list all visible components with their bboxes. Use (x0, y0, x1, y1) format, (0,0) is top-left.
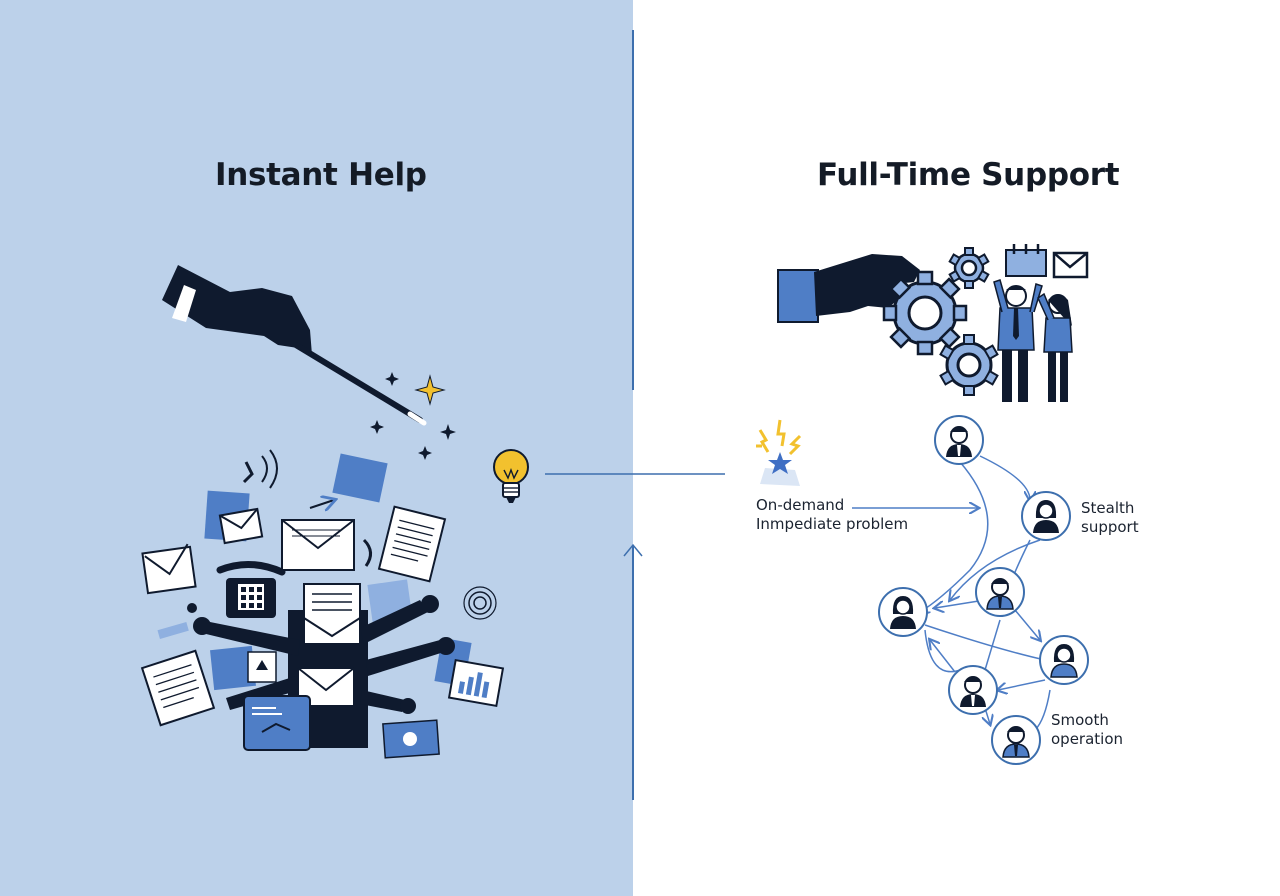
right-title: Full-Time Support (817, 157, 1120, 193)
document-icon (377, 505, 447, 583)
star-burst-icon (756, 419, 802, 486)
magic-wand-icon (162, 265, 456, 460)
smooth-operation-label: Smooth operation (1051, 711, 1123, 749)
stealth-support-label: Stealth support (1081, 499, 1139, 537)
on-demand-label-line2: Inmpediate problem (756, 515, 909, 533)
telephone-icon (216, 560, 286, 618)
lightbulb-icon (493, 449, 529, 503)
stealth-support-label-line1: Stealth (1081, 499, 1135, 517)
team-people-icon (993, 279, 1073, 402)
smooth-operation-label-line2: operation (1051, 730, 1124, 748)
stealth-support-label-line2: support (1081, 518, 1139, 536)
left-title: Instant Help (215, 157, 427, 193)
person-node-icon (878, 415, 1089, 765)
smooth-operation-label-line1: Smooth (1051, 711, 1109, 729)
task-chaos-pile (140, 449, 505, 759)
calendar-icon (1005, 244, 1047, 277)
envelope-icon (281, 519, 355, 571)
envelope-icon (1052, 251, 1089, 279)
divider-connector (545, 30, 725, 800)
gear-icon (777, 247, 999, 396)
on-demand-label-line1: On-demand (756, 496, 845, 514)
on-demand-label: On-demand Inmpediate problem (756, 496, 908, 534)
